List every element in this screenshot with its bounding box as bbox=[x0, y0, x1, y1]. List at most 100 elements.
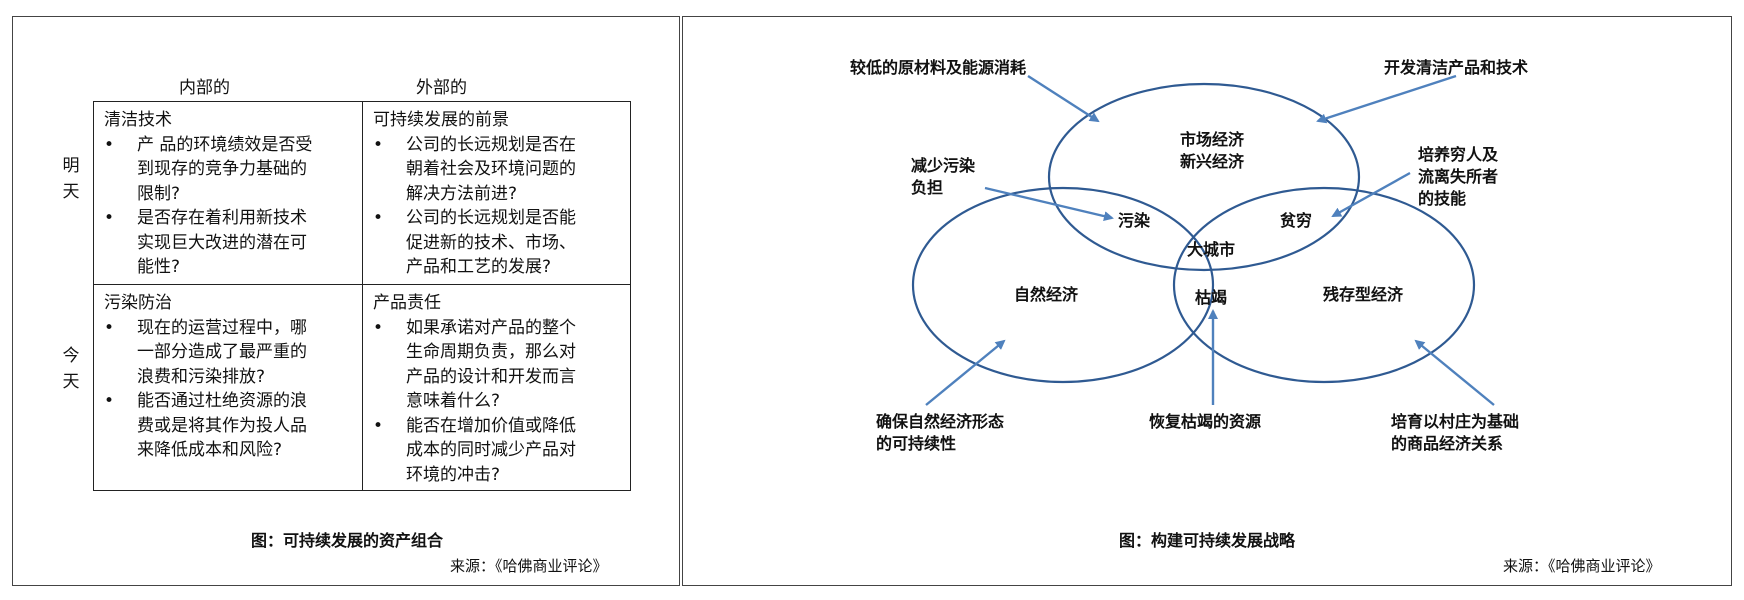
arrow-low-consumption bbox=[1027, 74, 1100, 123]
annotation-restore-resources: 恢复枯竭的资源 bbox=[1149, 412, 1261, 431]
cell-title: 清洁技术 bbox=[104, 110, 172, 130]
bullet-list: • 产 品的环境绩效是否受到现存的竞争力基础的限制? • 是否存在着利用新技术实现巨大… bbox=[104, 133, 354, 280]
circle-natural-economy bbox=[911, 186, 1215, 384]
row-header-tomorrow-char-1: 明 bbox=[62, 156, 80, 176]
cell-pollution-prevention: 污染防治 • 现在的运营过程中，哪一部分造成了最严重的浪费和污染排放? • 能否通过杜… bbox=[94, 285, 362, 491]
cell-title: 产品责任 bbox=[373, 293, 441, 313]
grid-divider-horizontal bbox=[94, 284, 630, 285]
bullet-line: 促进新的技术、市场、 bbox=[406, 232, 576, 253]
bullet-line: 产 品的环境绩效是否受 bbox=[137, 134, 313, 155]
column-header-external: 外部的 bbox=[416, 78, 467, 98]
annotation-clean-products: 开发清洁产品和技术 bbox=[1384, 58, 1528, 77]
annotation-reduce-pollution-line-2: 负担 bbox=[911, 178, 943, 197]
annotation-natural-sustainability-line-2: 的可持续性 bbox=[876, 434, 956, 453]
annotation-skills-line-1: 培养穷人及 bbox=[1418, 145, 1499, 164]
arrow-village-economy bbox=[1414, 339, 1495, 406]
grid-divider-vertical bbox=[362, 102, 363, 490]
bullet-item: • 现在的运营过程中，哪一部分造成了最严重的浪费和污染排放? bbox=[104, 316, 354, 390]
bullet-item: • 能否通过杜绝资源的浪费或是将其作为投人品来降低成本和风险? bbox=[104, 389, 354, 463]
arrow-reduce-pollution bbox=[984, 186, 1114, 222]
bullet-dot: • bbox=[373, 317, 384, 338]
annotation-village-economy-line-1: 培育以村庄为基础 bbox=[1391, 412, 1519, 431]
bullet-dot: • bbox=[373, 134, 384, 155]
bullet-dot: • bbox=[373, 415, 384, 436]
column-header-internal: 内部的 bbox=[179, 78, 230, 98]
bullet-item: • 如果承诺对产品的整个生命周期负责，那么对产品的设计和开发而言意味着什么? bbox=[373, 316, 623, 414]
annotation-skills-line-2: 流离失所者 bbox=[1418, 167, 1498, 186]
bullet-line: 能否通过杜绝资源的浪 bbox=[137, 391, 307, 411]
bullet-list: • 如果承诺对产品的整个生命周期负责，那么对产品的设计和开发而言意味着什么? • 能否… bbox=[373, 316, 623, 488]
bullet-line: 限制? bbox=[137, 183, 181, 204]
bullet-line: 能否在增加价值或降低 bbox=[406, 415, 576, 436]
circle-survival-economy bbox=[1172, 186, 1476, 384]
label-survival-economy: 残存型经济 bbox=[1323, 285, 1404, 304]
bullet-dot: • bbox=[373, 208, 384, 228]
bullet-line: 到现存的竞争力基础的 bbox=[137, 159, 307, 179]
annotation-skills-line-3: 的技能 bbox=[1418, 189, 1466, 208]
bullet-dot: • bbox=[104, 391, 115, 411]
bullet-line: 是否存在着利用新技术 bbox=[137, 208, 307, 228]
bullet-line: 浪费和污染排放? bbox=[137, 366, 266, 387]
bullet-list: • 公司的长远规划是否在朝着社会及环境问题的解决方法前进? • 公司的长远规划是否能促… bbox=[373, 133, 623, 280]
bullet-line: 如果承诺对产品的整个 bbox=[406, 317, 576, 338]
row-header-today-char-1: 今 bbox=[62, 346, 80, 366]
label-market-economy: 市场经济 bbox=[1180, 130, 1245, 149]
bullet-item: • 能否在增加价值或降低成本的同时减少产品对环境的冲击? bbox=[373, 414, 623, 488]
annotation-reduce-pollution-line-1: 减少污染 bbox=[911, 156, 976, 175]
bullet-line: 一部分造成了最严重的 bbox=[137, 342, 307, 362]
bullet-item: • 公司的长远规划是否在朝着社会及环境问题的解决方法前进? bbox=[373, 133, 623, 207]
venn-caption: 图：构建可持续发展战略 bbox=[1119, 531, 1296, 550]
bullet-line: 环境的冲击? bbox=[406, 464, 501, 485]
label-emerging-economy: 新兴经济 bbox=[1180, 152, 1245, 171]
bullet-line: 成本的同时减少产品对 bbox=[406, 440, 576, 460]
row-header-tomorrow-char-2: 天 bbox=[62, 182, 80, 202]
annotation-low-consumption: 较低的原材料及能源消耗 bbox=[850, 58, 1026, 77]
arrow-clean-products bbox=[1316, 74, 1457, 124]
bullet-line: 解决方法前进? bbox=[406, 183, 518, 204]
label-pollution: 污染 bbox=[1118, 211, 1151, 230]
label-natural-economy: 自然经济 bbox=[1014, 285, 1079, 304]
matrix-source: 来源：《哈佛商业评论》 bbox=[450, 557, 608, 575]
bullet-line: 费或是将其作为投人品 bbox=[137, 415, 307, 436]
portfolio-matrix-panel: 内部的 外部的 明 天 今 天 清洁技术 • 产 品的环境绩效是否受到现存的竞争力… bbox=[12, 16, 680, 586]
bullet-line: 生命周期负责，那么对 bbox=[406, 342, 576, 362]
cell-sustainability-vision: 可持续发展的前景 • 公司的长远规划是否在朝着社会及环境问题的解决方法前进? • 公司… bbox=[363, 102, 631, 284]
cell-title: 污染防治 bbox=[104, 293, 172, 313]
matrix-grid: 清洁技术 • 产 品的环境绩效是否受到现存的竞争力基础的限制? • 是否存在着利用新技… bbox=[93, 101, 631, 491]
bullet-line: 公司的长远规划是否在 bbox=[406, 134, 576, 155]
row-header-tomorrow: 明 天 bbox=[61, 153, 81, 205]
bullet-dot: • bbox=[104, 317, 115, 338]
bullet-line: 产品和工艺的发展? bbox=[406, 257, 552, 277]
circle-market-economy bbox=[1047, 82, 1361, 272]
bullet-line: 能性? bbox=[137, 257, 181, 277]
bullet-line: 公司的长远规划是否能 bbox=[406, 208, 576, 228]
bullet-dot: • bbox=[104, 208, 115, 228]
bullet-item: • 是否存在着利用新技术实现巨大改进的潜在可能性? bbox=[104, 206, 354, 280]
bullet-item: • 产 品的环境绩效是否受到现存的竞争力基础的限制? bbox=[104, 133, 354, 207]
cell-product-stewardship: 产品责任 • 如果承诺对产品的整个生命周期负责，那么对产品的设计和开发而言意味着什… bbox=[363, 285, 631, 491]
arrow-natural-sustainability bbox=[925, 339, 1006, 406]
bullet-line: 现在的运营过程中，哪 bbox=[137, 317, 307, 338]
bullet-item: • 公司的长远规划是否能促进新的技术、市场、产品和工艺的发展? bbox=[373, 206, 623, 280]
annotation-village-economy-line-2: 的商品经济关系 bbox=[1391, 434, 1503, 453]
bullet-line: 产品的设计和开发而言 bbox=[406, 366, 576, 387]
bullet-list: • 现在的运营过程中，哪一部分造成了最严重的浪费和污染排放? • 能否通过杜绝资源的浪… bbox=[104, 316, 354, 463]
label-poverty: 贫穷 bbox=[1280, 211, 1312, 230]
bullet-dot: • bbox=[104, 134, 115, 155]
venn-source: 来源：《哈佛商业评论》 bbox=[1503, 557, 1661, 575]
matrix-caption: 图：可持续发展的资产组合 bbox=[251, 531, 444, 550]
bullet-line: 来降低成本和风险? bbox=[137, 440, 283, 460]
row-header-today: 今 天 bbox=[61, 343, 81, 395]
annotation-natural-sustainability-line-1: 确保自然经济形态 bbox=[876, 412, 1004, 431]
bullet-line: 实现巨大改进的潜在可 bbox=[137, 232, 307, 253]
cell-clean-technology: 清洁技术 • 产 品的环境绩效是否受到现存的竞争力基础的限制? • 是否存在着利用新技… bbox=[94, 102, 362, 284]
row-header-today-char-2: 天 bbox=[62, 372, 80, 392]
cell-title: 可持续发展的前景 bbox=[373, 110, 509, 130]
label-depletion: 枯竭 bbox=[1195, 288, 1227, 307]
bullet-line: 意味着什么? bbox=[406, 391, 501, 411]
strategy-venn-panel: 图：构建可持续发展战略 来源：《哈佛商业评论》 bbox=[682, 16, 1732, 586]
label-big-city: 大城市 bbox=[1187, 240, 1235, 259]
bullet-line: 朝着社会及环境问题的 bbox=[406, 159, 576, 179]
arrow-skills bbox=[1331, 171, 1411, 218]
